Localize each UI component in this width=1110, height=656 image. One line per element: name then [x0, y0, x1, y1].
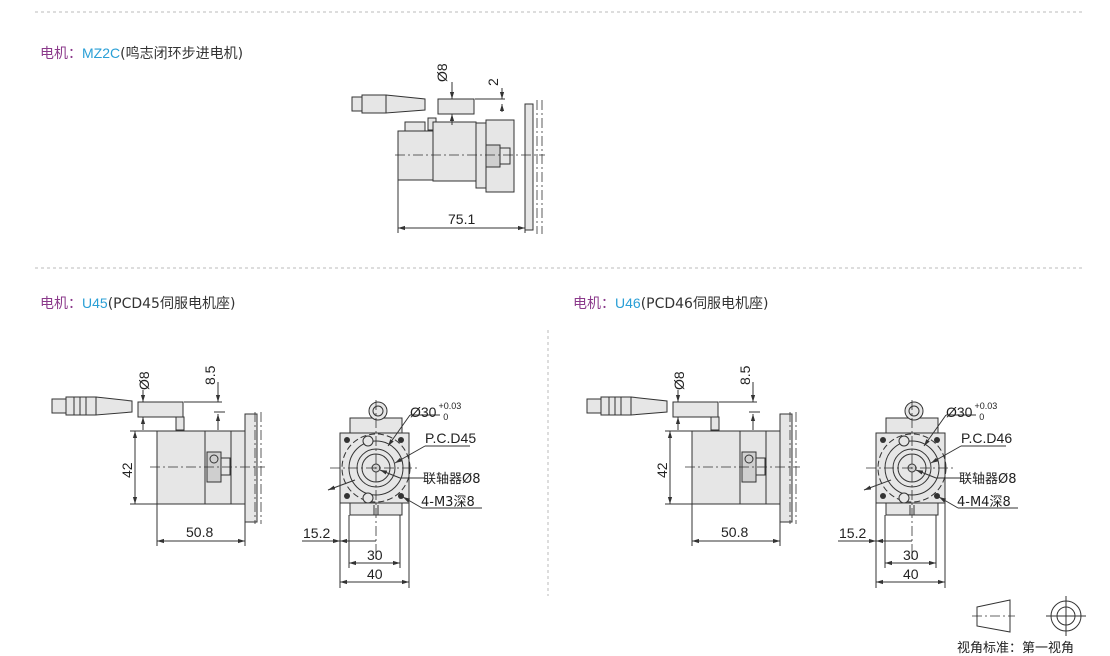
u46-front-view [838, 400, 1018, 588]
motor-model: U46 [615, 295, 641, 311]
dim-height: 42 [654, 462, 670, 478]
u45-side-view [52, 382, 265, 546]
motor-model: U45 [82, 295, 108, 311]
dim-pcd: P.C.D46 [961, 430, 1012, 446]
tol-lower: 0 [443, 412, 448, 422]
section-title-u46: 电机：U46(PCD46伺服电机座) [573, 293, 768, 313]
motor-label: 电机： [40, 46, 82, 62]
mz2c-side-view [351, 82, 545, 234]
dim-length: 75.1 [448, 211, 475, 227]
motor-label: 电机： [573, 296, 615, 312]
dim-offset-x: 15.2 [839, 525, 866, 541]
motor-model: MZ2C [82, 45, 121, 61]
section-title-u45: 电机：U45(PCD45伺服电机座) [40, 293, 235, 313]
tol-lower: 0 [979, 412, 984, 422]
dim-pcd: P.C.D45 [425, 430, 476, 446]
projection-label: 视角标准：第一视角 [957, 641, 1074, 656]
dim-width-inner: 30 [367, 547, 383, 563]
dim-coupling: 联轴器Ø8 [959, 472, 1017, 487]
dim-length: 50.8 [721, 524, 748, 540]
dim-length: 50.8 [186, 524, 213, 540]
section-title-mz2c: 电机：MZ2C(鸣志闭环步进电机) [40, 43, 243, 63]
u46-side-view [587, 382, 800, 546]
dim-offset: 2 [485, 78, 501, 86]
motor-desc: (鸣志闭环步进电机) [120, 46, 244, 62]
dim-shaft-dia: Ø8 [434, 63, 450, 82]
u45-front-view [302, 400, 482, 588]
motor-desc: (PCD46伺服电机座) [640, 296, 769, 312]
first-angle-projection-icon [972, 596, 1086, 636]
motor-label: 电机： [40, 296, 82, 312]
dim-offset-x: 15.2 [303, 525, 330, 541]
dim-shaft-dia: Ø8 [136, 371, 152, 390]
tol-upper: +0.03 [438, 401, 461, 411]
dim-width-inner: 30 [903, 547, 919, 563]
dim-offset: 8.5 [202, 365, 218, 385]
dim-height: 42 [119, 462, 135, 478]
dim-offset: 8.5 [737, 365, 753, 385]
dim-width-outer: 40 [903, 566, 919, 582]
bore-value: Ø30 [946, 404, 973, 420]
dim-coupling: 联轴器Ø8 [423, 472, 481, 487]
motor-desc: (PCD45伺服电机座) [107, 296, 236, 312]
dim-shaft-dia: Ø8 [671, 371, 687, 390]
dim-holes: 4-M3深8 [421, 495, 475, 510]
dim-width-outer: 40 [367, 566, 383, 582]
u46-dimensions: Ø8 8.5 42 50.8 [654, 365, 753, 540]
dim-holes: 4-M4深8 [957, 495, 1011, 510]
bore-value: Ø30 [410, 404, 437, 420]
tol-upper: +0.03 [974, 401, 997, 411]
